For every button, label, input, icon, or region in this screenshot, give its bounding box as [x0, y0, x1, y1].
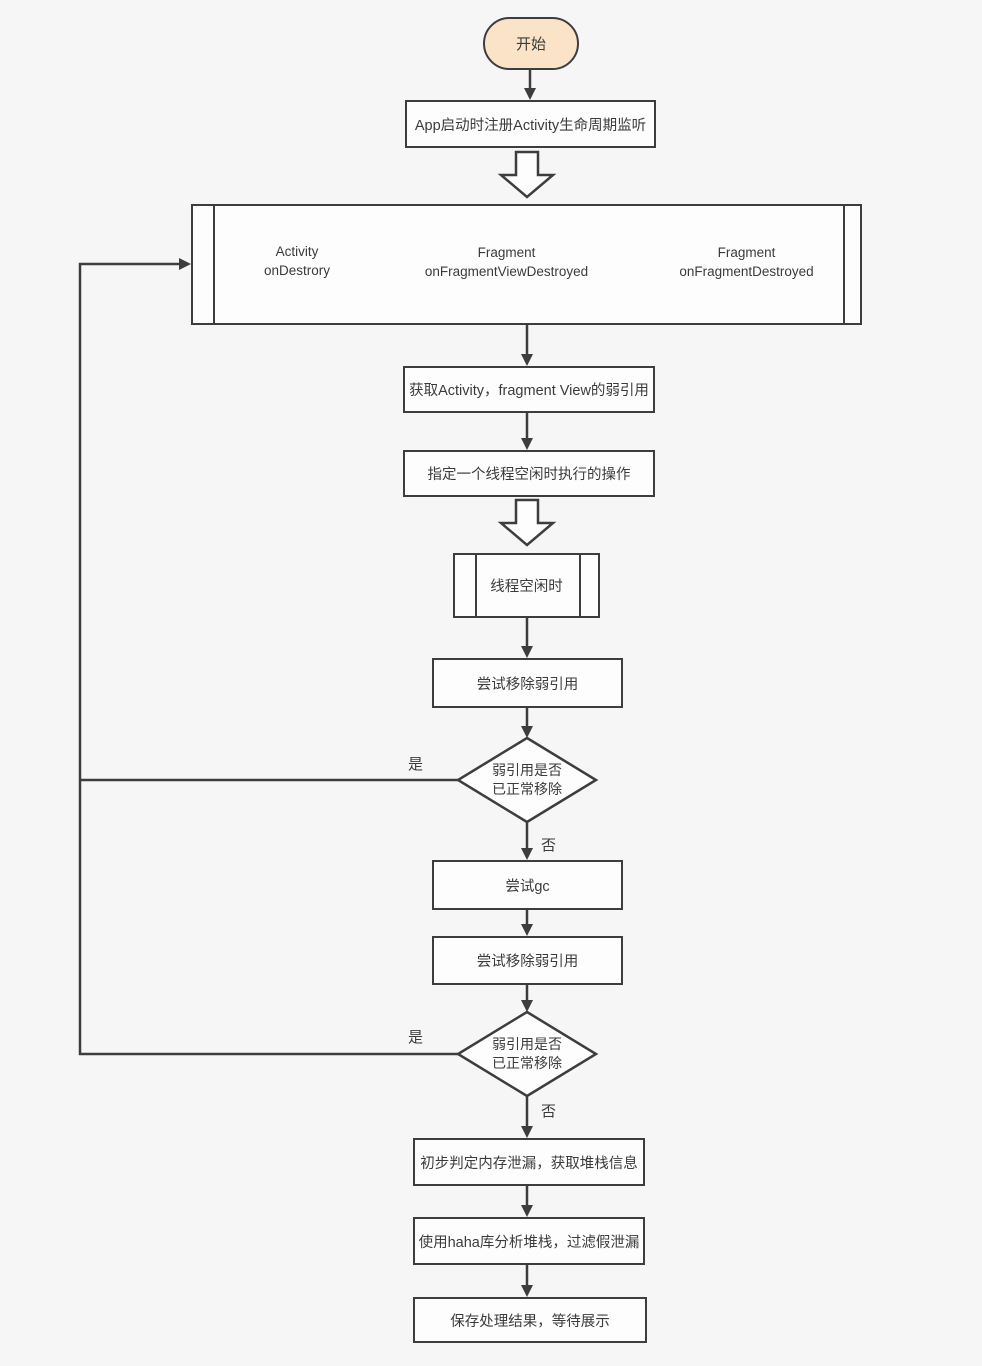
- arrowhead-down-icon: [521, 1126, 533, 1138]
- arrowhead-down-icon: [521, 354, 533, 366]
- decision2-no-label: 否: [541, 1103, 557, 1120]
- arrowhead-down-icon: [521, 438, 533, 450]
- decision2-label: 弱引用是否 已正常移除: [492, 1036, 562, 1071]
- process-register-lifecycle: App启动时注册Activity生命周期监听: [405, 100, 656, 148]
- subroutine-left-bar: [474, 555, 477, 616]
- decision1-label: 弱引用是否 已正常移除: [492, 762, 562, 797]
- subroutine-right-bar: [579, 555, 581, 616]
- edge-decision2-yes-loop: [78, 262, 458, 1056]
- lifecycle-callbacks-container: [191, 204, 862, 325]
- process-try-remove-ref-1: 尝试移除弱引用: [432, 658, 623, 708]
- process-try-gc: 尝试gc: [432, 860, 623, 910]
- decision1-no-label: 否: [541, 837, 557, 854]
- process-idle-operation: 指定一个线程空闲时执行的操作: [403, 450, 655, 497]
- process-haha-analyze: 使用haha库分析堆栈，过滤假泄漏: [413, 1217, 645, 1265]
- arrowhead-down-icon: [521, 1205, 533, 1217]
- arrowhead-right-icon: [179, 258, 191, 270]
- decision1-yes-label: 是: [408, 756, 424, 773]
- trapezoid-fragment-viewdestroyed-label: Fragment onFragmentViewDestroyed: [424, 245, 589, 279]
- container-left-bar: [212, 206, 215, 323]
- start-node: 开始: [483, 17, 579, 70]
- arrowhead-down-icon: [521, 726, 533, 738]
- block-arrow-down-icon: [497, 498, 557, 547]
- arrowhead-down-icon: [521, 1000, 533, 1012]
- decision2-yes-label: 是: [408, 1029, 424, 1046]
- container-right-bar: [843, 206, 845, 323]
- process-save-result: 保存处理结果，等待展示: [413, 1297, 647, 1343]
- arrowhead-down-icon: [521, 1285, 533, 1297]
- arrowhead-down-icon: [521, 848, 533, 860]
- process-judge-leak: 初步判定内存泄漏，获取堆栈信息: [413, 1138, 645, 1186]
- arrowhead-down-icon: [521, 924, 533, 936]
- subroutine-thread-idle: 线程空闲时: [453, 553, 600, 618]
- trapezoid-activity-ondestroy-label: Activity onDestrory: [263, 244, 331, 278]
- process-get-weak-refs: 获取Activity，fragment View的弱引用: [403, 366, 655, 413]
- arrowhead-down-icon: [521, 646, 533, 658]
- arrowhead-down-icon: [524, 88, 536, 100]
- block-arrow-down-icon: [497, 150, 557, 199]
- trapezoid-fragment-destroyed-label: Fragment onFragmentDestroyed: [679, 245, 814, 279]
- process-try-remove-ref-2: 尝试移除弱引用: [432, 936, 623, 985]
